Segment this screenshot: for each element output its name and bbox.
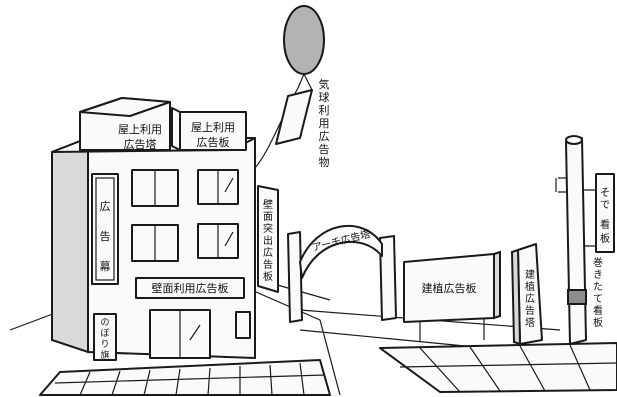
side-sign-char: 看 (600, 218, 610, 231)
wrap-sign-char: 板 (593, 316, 603, 329)
wall-sign-char: 幕 (100, 259, 111, 273)
arch-advertising-tower: アーチ広告塔 (288, 226, 396, 322)
standing-tower-char: 広 (525, 292, 535, 305)
utility-pole (556, 136, 586, 344)
projecting-sign-char: 突 (263, 222, 273, 235)
banner-char: 旗 (100, 349, 109, 361)
standing-advertising-board: 建植広告板 (404, 252, 500, 342)
standing-tower-char: 建 (525, 268, 535, 281)
projecting-sign-char: 出 (263, 234, 273, 247)
wall-sign-char: 告 (100, 230, 111, 243)
wrap-sign-char: た (593, 281, 603, 293)
side-sign-char: そ (600, 187, 610, 199)
wrap-sign-char: 看 (593, 304, 603, 317)
projecting-sign-char: 告 (263, 258, 273, 271)
wall-advertising-board: 壁面利用広告板 (136, 278, 244, 298)
balloon-label-char: 広 (319, 130, 330, 143)
banner-char: の (100, 318, 109, 328)
standing-tower-char: 告 (525, 304, 535, 317)
wrap-sign-label: 巻 き た て 看 板 (593, 257, 603, 329)
projecting-sign-char: 板 (263, 270, 273, 283)
projecting-side-sign: そ で 看 板 (584, 174, 614, 252)
side-sign-char: 板 (600, 232, 610, 245)
banner-char: ぼ (100, 328, 109, 339)
rooftop-advertising-board: 屋上利用 広告板 (172, 108, 246, 150)
projecting-sign-char: 広 (263, 246, 273, 259)
wrap-sign-char: て (593, 294, 603, 305)
wrap-sign-char: 巻 (593, 257, 603, 269)
wall-advertising-curtain: 広 告 幕 (92, 174, 118, 284)
right-pavement (380, 343, 617, 392)
rooftop-board-label-line2: 広告板 (197, 135, 230, 149)
standing-tower-char: 植 (525, 280, 535, 293)
wall-sign-char: 広 (100, 200, 111, 213)
rooftop-advertising-tower: 屋上利用 広告塔 (80, 98, 170, 151)
nobori-banner: の ぼ り 旗 (94, 314, 116, 361)
balloon-label-char: 球 (319, 90, 330, 104)
balloon-banner (276, 90, 312, 144)
balloon-label-char: 告 (319, 143, 330, 156)
wall-board-label: 壁面利用広告板 (152, 281, 229, 295)
wrap-sign-band (568, 290, 586, 304)
balloon-label-char: 物 (319, 155, 330, 169)
rooftop-board-label-line1: 屋上利用 (191, 121, 235, 134)
side-window (236, 312, 250, 338)
projecting-sign-char: 面 (263, 212, 273, 223)
balloon-label-char: 気 (319, 77, 330, 91)
wrap-sign-char: き (593, 269, 603, 281)
projecting-sign-char: 壁 (263, 198, 273, 211)
banner-char: り (100, 339, 109, 350)
standing-advertising-tower: 建 植 広 告 塔 (512, 244, 542, 344)
left-pavement (40, 360, 330, 395)
rooftop-tower-label-line2: 広告塔 (124, 138, 157, 151)
balloon-label-char: 用 (319, 117, 330, 130)
standing-board-label: 建植広告板 (422, 281, 477, 295)
balloon-label-char: 利 (319, 104, 330, 117)
rooftop-tower-label-line1: 屋上利用 (118, 123, 162, 136)
projecting-wall-sign: 壁 面 突 出 広 告 板 (258, 186, 278, 292)
building (52, 138, 255, 358)
side-sign-char: で (600, 200, 610, 211)
advertising-balloon: 気 球 利 用 広 告 物 (255, 6, 330, 169)
standing-tower-char: 塔 (525, 316, 535, 329)
